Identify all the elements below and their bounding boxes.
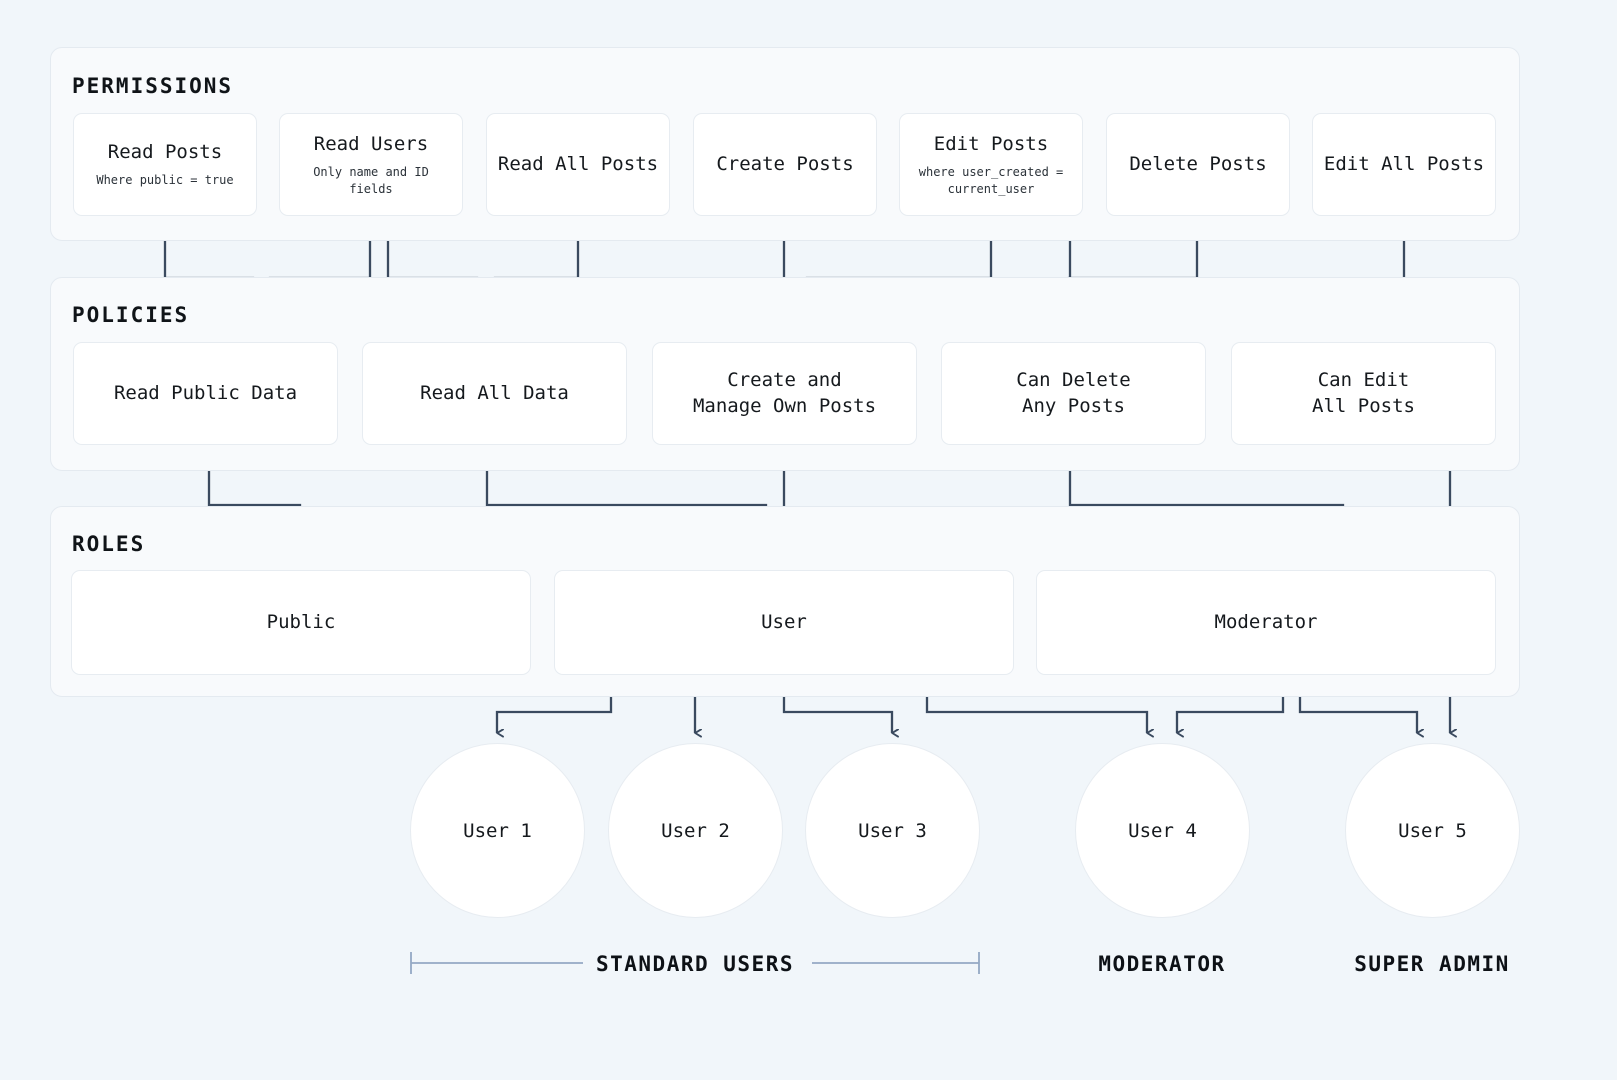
permission-edit-posts[interactable]: Edit Posts where user_created = current_… bbox=[899, 113, 1083, 216]
role-label: Public bbox=[266, 610, 336, 633]
policy-label: Can Delete Any Posts bbox=[1016, 369, 1131, 417]
role-user[interactable]: User bbox=[554, 570, 1014, 675]
user-node-3[interactable]: User 3 bbox=[805, 743, 980, 918]
user-label: User 5 bbox=[1398, 819, 1467, 842]
policy-create-manage-own-posts[interactable]: Create and Manage Own Posts bbox=[652, 342, 917, 445]
permission-label: Edit All Posts bbox=[1323, 152, 1485, 175]
permission-label: Read All Posts bbox=[497, 152, 659, 175]
permission-read-users[interactable]: Read Users Only name and ID fields bbox=[279, 113, 463, 216]
user-label: User 4 bbox=[1128, 819, 1197, 842]
permission-read-all-posts[interactable]: Read All Posts bbox=[486, 113, 670, 216]
policy-can-edit-all-posts[interactable]: Can Edit All Posts bbox=[1231, 342, 1496, 445]
permission-sublabel: Where public = true bbox=[96, 173, 234, 188]
policy-label: Create and Manage Own Posts bbox=[692, 369, 877, 417]
permission-label: Delete Posts bbox=[1129, 152, 1267, 175]
policy-label: Read All Data bbox=[420, 381, 569, 404]
policies-title: POLICIES bbox=[72, 303, 190, 327]
role-label: Moderator bbox=[1214, 610, 1318, 633]
policy-read-public-data[interactable]: Read Public Data bbox=[73, 342, 338, 445]
policy-label: Can Edit All Posts bbox=[1312, 369, 1415, 417]
policy-read-all-data[interactable]: Read All Data bbox=[362, 342, 627, 445]
group-label-super-admin: SUPER ADMIN bbox=[1354, 952, 1510, 976]
roles-title: ROLES bbox=[72, 532, 146, 556]
user-label: User 3 bbox=[858, 819, 927, 842]
permission-label: Read Posts bbox=[107, 141, 223, 164]
permission-create-posts[interactable]: Create Posts bbox=[693, 113, 877, 216]
user-label: User 2 bbox=[661, 819, 730, 842]
policy-can-delete-any-posts[interactable]: Can Delete Any Posts bbox=[941, 342, 1206, 445]
group-label-standard-users: STANDARD USERS bbox=[595, 952, 794, 976]
user-node-4[interactable]: User 4 bbox=[1075, 743, 1250, 918]
permissions-title: PERMISSIONS bbox=[72, 74, 234, 98]
permission-read-posts[interactable]: Read Posts Where public = true bbox=[73, 113, 257, 216]
permission-sublabel: where user_created = current_user bbox=[918, 165, 1064, 196]
permission-edit-all-posts[interactable]: Edit All Posts bbox=[1312, 113, 1496, 216]
user-label: User 1 bbox=[463, 819, 532, 842]
policy-label: Read Public Data bbox=[113, 381, 298, 404]
user-node-1[interactable]: User 1 bbox=[410, 743, 585, 918]
group-label-moderator: MODERATOR bbox=[1098, 952, 1226, 976]
permission-label: Create Posts bbox=[716, 152, 854, 175]
permission-delete-posts[interactable]: Delete Posts bbox=[1106, 113, 1290, 216]
role-moderator[interactable]: Moderator bbox=[1036, 570, 1496, 675]
permission-label: Read Users bbox=[313, 133, 429, 156]
user-node-2[interactable]: User 2 bbox=[608, 743, 783, 918]
permission-sublabel: Only name and ID fields bbox=[313, 165, 429, 196]
role-public[interactable]: Public bbox=[71, 570, 531, 675]
permission-label: Edit Posts bbox=[933, 133, 1049, 156]
role-label: User bbox=[761, 610, 807, 633]
user-node-5[interactable]: User 5 bbox=[1345, 743, 1520, 918]
